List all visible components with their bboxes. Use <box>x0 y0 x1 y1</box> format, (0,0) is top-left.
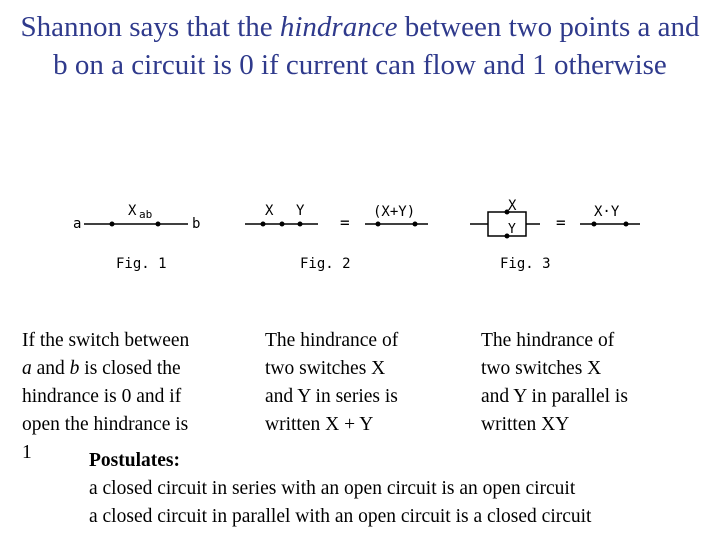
col2-line-4: written X + Y <box>265 414 374 435</box>
col3-line-2: two switches X <box>481 358 602 379</box>
fig1-caption: Fig. 1 <box>116 256 167 272</box>
postulate-1: a closed circuit in series with an open … <box>89 478 576 499</box>
title-after: between two points a and b on a circuit … <box>53 11 700 81</box>
fig2-label-y: Y <box>296 203 305 219</box>
postulate-2: a closed circuit in parallel with an ope… <box>89 506 592 527</box>
postulates: Postulates: a closed circuit in series w… <box>89 447 591 531</box>
title-emphasis: hindrance <box>279 11 398 43</box>
fig3-result-terminal-right <box>623 221 629 227</box>
fig2-label-x: X <box>265 203 274 219</box>
fig3-result: X·Y <box>594 204 620 220</box>
fig3-terminal-bottom <box>504 233 510 239</box>
col1-line-1: If the switch between <box>22 330 190 351</box>
title-before: Shannon says that the <box>20 11 280 43</box>
col1-closed: is closed the <box>84 358 181 379</box>
fig3-parallel-loop <box>487 211 527 237</box>
col3-line-1: The hindrance of <box>481 330 615 351</box>
series-explanation: The hindrance of two switches X and Y in… <box>265 327 398 439</box>
var-b: b <box>69 358 80 379</box>
figure-1: a X ab b Fig. 1 <box>73 203 200 272</box>
col2-line-1: The hindrance of <box>265 330 399 351</box>
fig2-result-terminal-left <box>375 221 381 227</box>
col3-line-3: and Y in parallel is <box>481 386 628 407</box>
var-a: a <box>22 358 32 379</box>
fig1-label-b: b <box>192 216 200 232</box>
fig3-terminal-top <box>504 209 510 215</box>
fig3-label-y: Y <box>508 222 516 237</box>
col1-line-3: hindrance is 0 and if <box>22 386 182 407</box>
fig2-result: (X+Y) <box>373 204 415 220</box>
fig2-result-terminal-right <box>412 221 418 227</box>
fig2-terminal-3 <box>297 221 303 227</box>
col1-line-5: 1 <box>22 442 32 463</box>
slide-title: Shannon says that the hindrance between … <box>20 8 700 84</box>
figure-2: X Y = (X+Y) Fig. 2 <box>245 203 428 272</box>
col1-and: and <box>36 358 65 379</box>
fig3-label-x: X <box>508 198 517 214</box>
fig2-terminal-1 <box>260 221 266 227</box>
fig3-caption: Fig. 3 <box>500 256 551 272</box>
fig3-equals: = <box>556 213 566 232</box>
fig1-label-subscript: ab <box>139 208 152 221</box>
col2-line-3: and Y in series is <box>265 386 398 407</box>
fig1-label-x: X <box>128 203 137 219</box>
fig2-caption: Fig. 2 <box>300 256 351 272</box>
fig2-equals: = <box>340 213 350 232</box>
col1-line-2: a and b is closed the <box>22 355 189 383</box>
circuit-diagrams: a X ab b Fig. 1 X Y = (X+Y) Fig. 2 <box>73 198 640 272</box>
col2-line-2: two switches X <box>265 358 386 379</box>
circuit-figures: a X ab b Fig. 1 X Y = (X+Y) Fig. 2 <box>60 190 660 280</box>
col1-line-4: open the hindrance is <box>22 414 189 435</box>
single-switch-explanation: If the switch between a and b is closed … <box>22 327 189 467</box>
fig2-terminal-2 <box>279 221 285 227</box>
fig3-result-terminal-left <box>591 221 597 227</box>
fig1-label-a: a <box>73 216 81 232</box>
postulates-heading: Postulates: <box>89 450 180 471</box>
col3-line-4: written XY <box>481 414 570 435</box>
figure-3: X Y = X·Y Fig. 3 <box>470 198 640 272</box>
parallel-explanation: The hindrance of two switches X and Y in… <box>481 327 628 439</box>
